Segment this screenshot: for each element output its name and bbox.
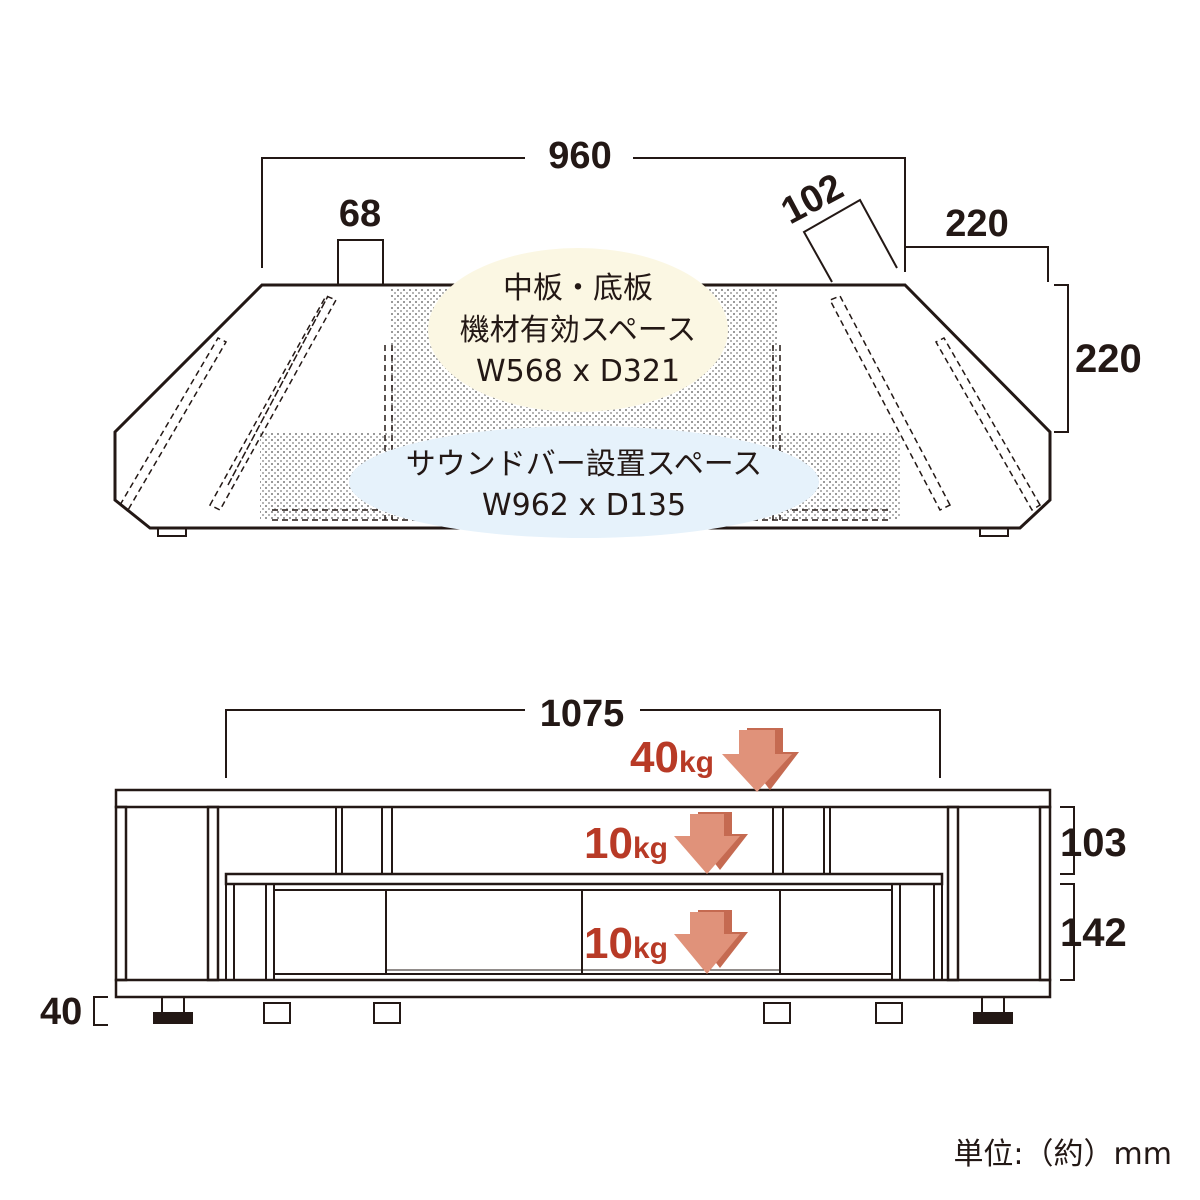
foot-right-top (979, 527, 1009, 537)
upper-height-line (1060, 806, 1075, 875)
arrow-down-icon (674, 912, 740, 974)
adjuster-foot-left (161, 996, 185, 1014)
load-bottom: 10kg (584, 910, 748, 974)
shelf-bubble-line3: W568 x D321 (476, 354, 680, 389)
load-bottom-label: 10kg (584, 919, 668, 968)
shelf-bubble-line2: 機材有効スペース (460, 313, 696, 348)
top-board (114, 788, 1052, 809)
adjuster-foot-right (981, 996, 1005, 1014)
load-top: 40kg (630, 728, 799, 792)
width-dimension-line (261, 157, 525, 268)
caster-foot-1 (263, 1002, 291, 1024)
lower-section (225, 883, 943, 981)
caster-foot-4 (875, 1002, 903, 1024)
top-view: 960 68 102 220 220 (113, 135, 1142, 538)
shelf-bubble-line1: 中板・底板 (503, 271, 653, 306)
side-width-label: 220 (945, 203, 1008, 245)
upper-height-label: 103 (1060, 821, 1127, 865)
foot-height-line (93, 996, 108, 1026)
caster-foot-2 (373, 1002, 401, 1024)
arrow-down-icon (674, 814, 740, 874)
front-width-line-left (225, 709, 525, 778)
arrow-down-icon (722, 730, 792, 792)
shelf-space-bubble (428, 248, 728, 412)
lower-height-label: 142 (1060, 911, 1127, 955)
soundbar-bubble-line1: サウンドバー設置スペース (406, 447, 762, 482)
angled-post-label: 102 (775, 166, 851, 233)
side-depth-label: 220 (1075, 337, 1142, 381)
lower-height-line (1060, 883, 1075, 981)
middle-shelf (224, 872, 944, 886)
foot-height-label: 40 (40, 991, 82, 1033)
soundbar-space-bubble (349, 426, 819, 538)
post-width-label: 68 (339, 193, 381, 235)
unit-note: 単位:（約）mm (953, 1137, 1172, 1172)
load-top-label: 40kg (630, 733, 714, 782)
bottom-board (114, 978, 1052, 999)
front-width-line-right (640, 709, 941, 778)
upper-posts (335, 806, 831, 875)
post-width-bracket (337, 239, 384, 285)
top-width-label: 960 (548, 135, 611, 177)
front-width-label: 1075 (540, 693, 625, 735)
side-width-line (905, 246, 1049, 282)
width-dimension-line-right (633, 157, 906, 272)
foot-left-top (157, 527, 187, 537)
caster-foot-3 (763, 1002, 791, 1024)
side-depth-line (1054, 284, 1069, 433)
side-panels (114, 805, 1052, 982)
feet (153, 996, 1013, 1024)
load-middle: 10kg (584, 812, 748, 874)
stand-outline-top (113, 283, 1052, 530)
front-view: 1075 (40, 693, 1127, 1033)
soundbar-bubble-line2: W962 x D135 (482, 488, 686, 523)
load-middle-label: 10kg (584, 819, 668, 868)
angled-post-bracket (802, 198, 898, 283)
